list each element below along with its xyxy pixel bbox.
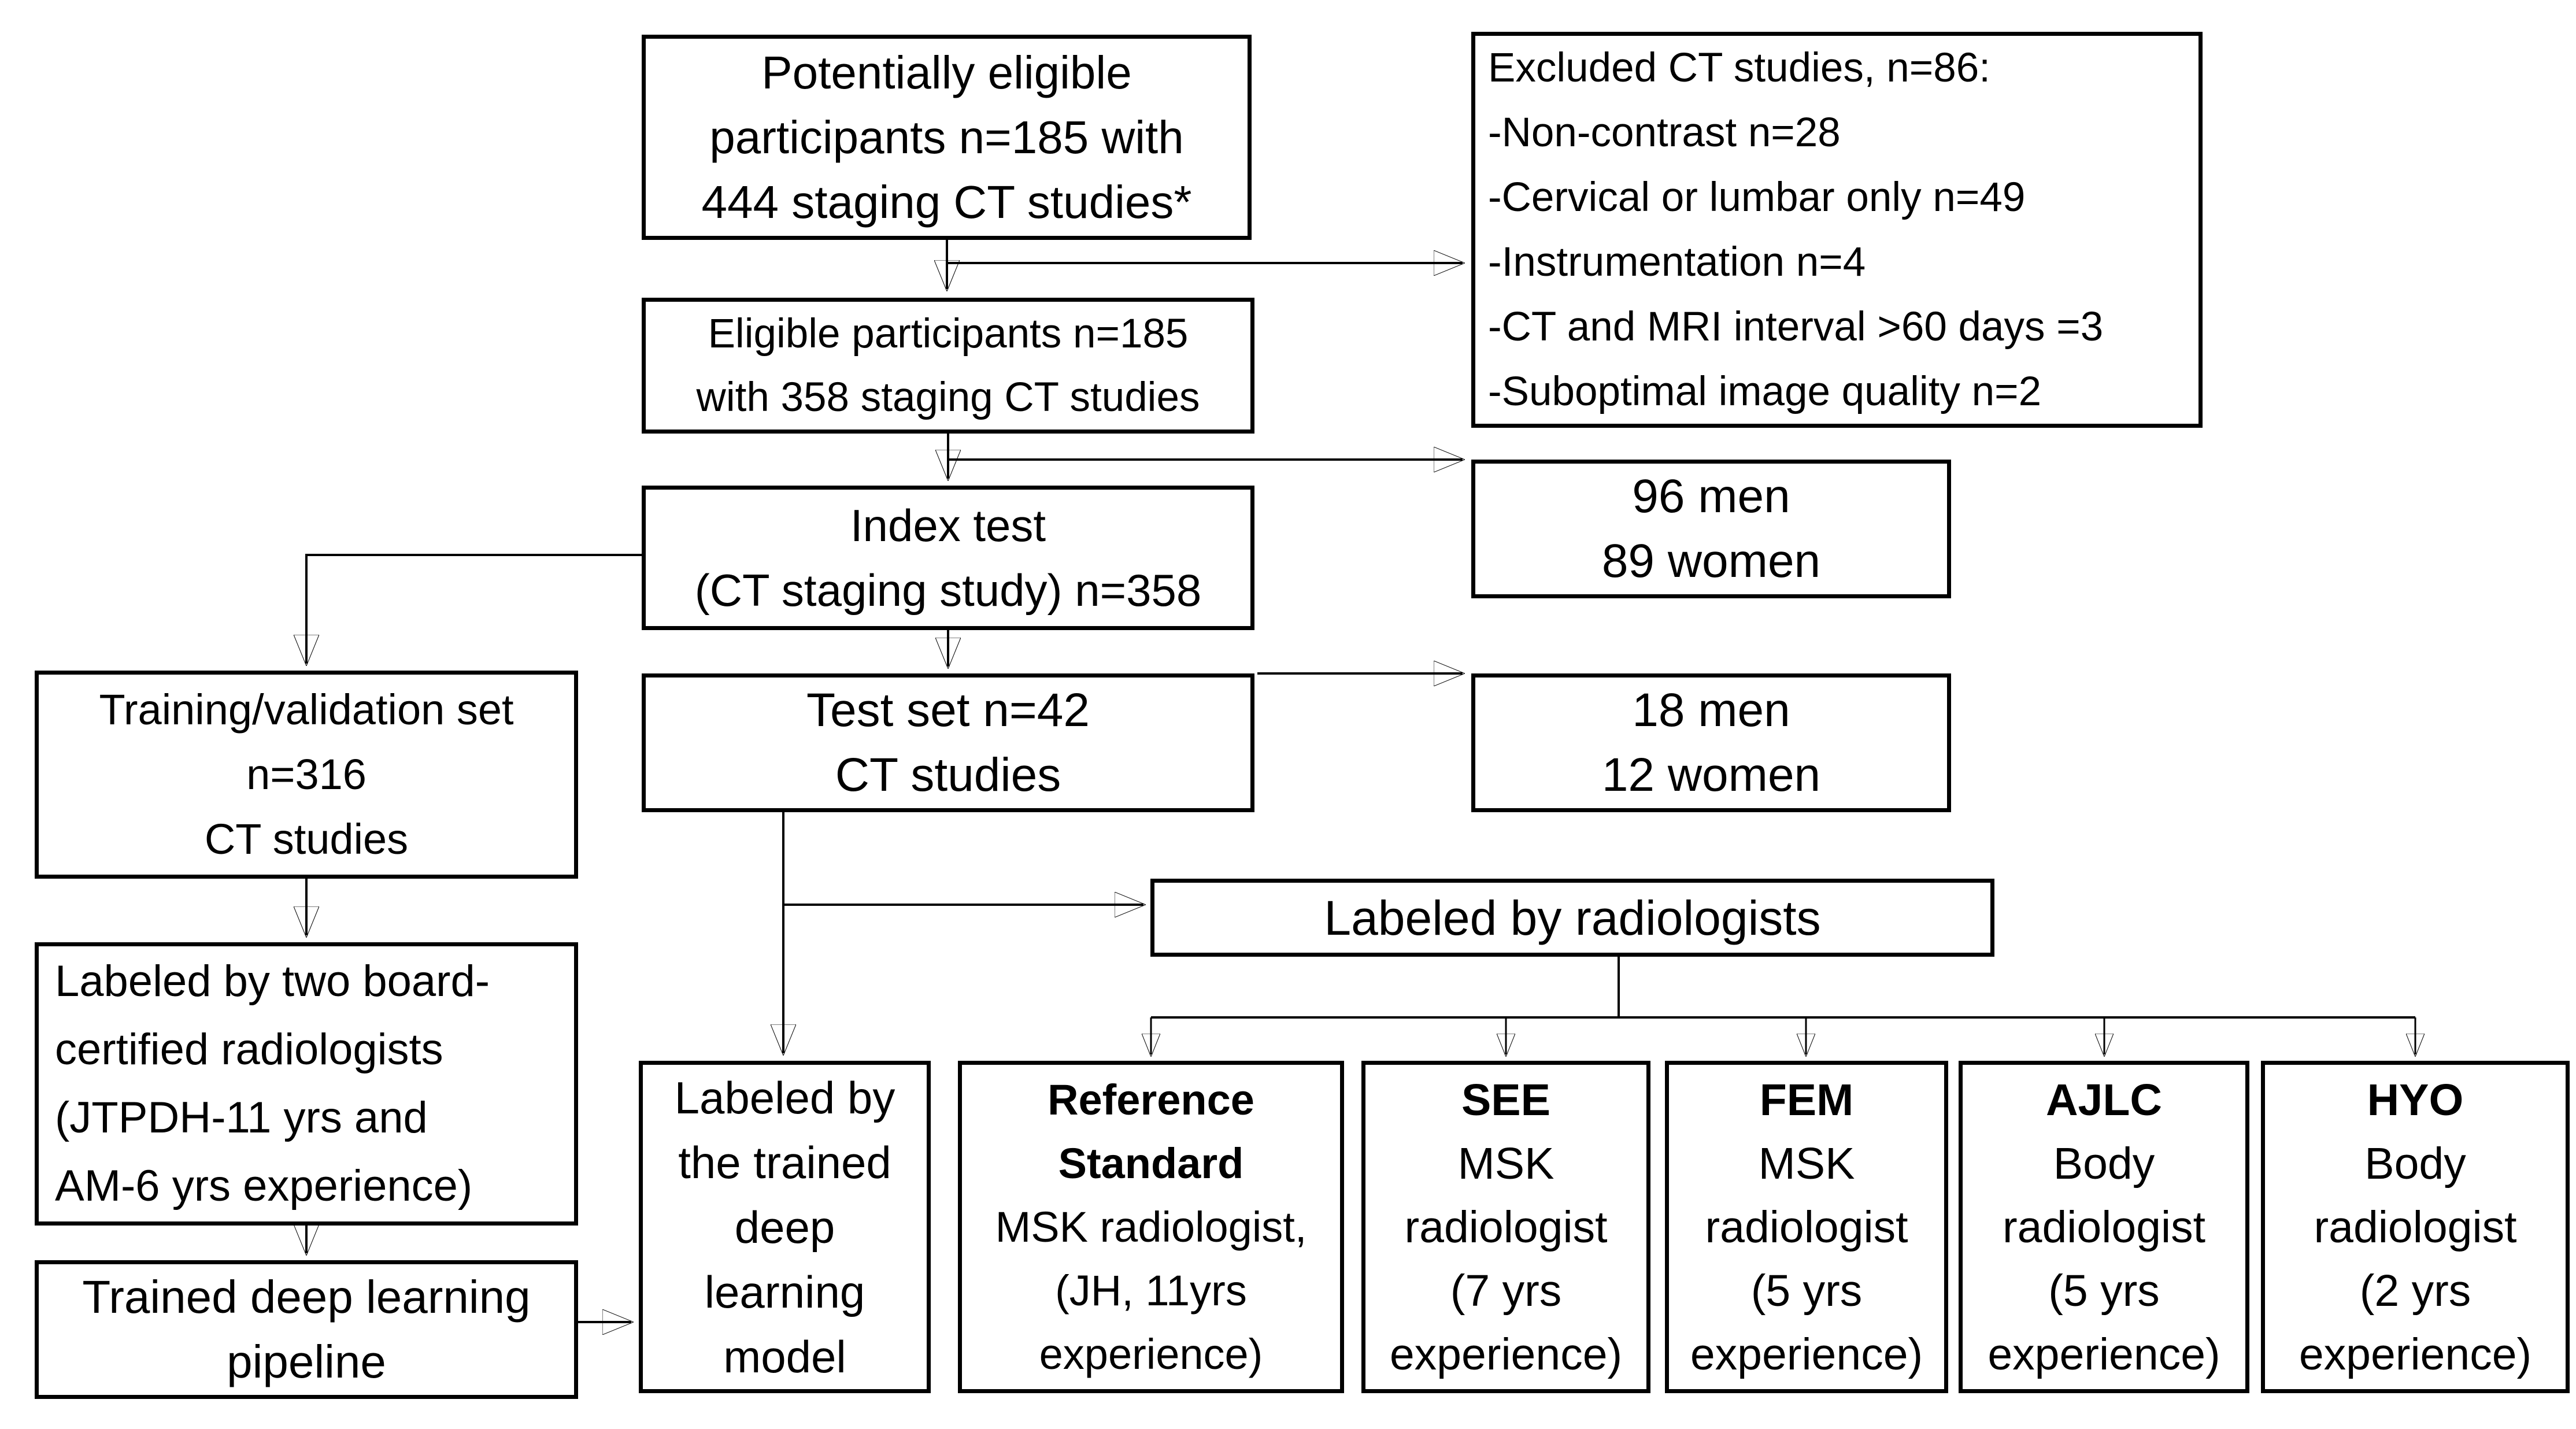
reader-hyo-title: HYO <box>2367 1075 2464 1125</box>
box-reader-hyo: HYO Body radiologist (2 yrs experience) <box>2261 1061 2570 1393</box>
reader-fem-title: FEM <box>1759 1075 1854 1125</box>
trained-dl-pipeline-text: Trained deep learning pipeline <box>82 1271 531 1387</box>
labeled-by-radiologists-text: Labeled by radiologists <box>1324 890 1821 945</box>
box-index-test: Index test (CT staging study) n=358 <box>642 486 1254 630</box>
reference-standard-title: Reference Standard <box>1048 1075 1254 1187</box>
demographics-full-text: 96 men 89 women <box>1601 470 1821 587</box>
connector-test-branch <box>783 812 1143 1053</box>
connector-training-branch <box>306 554 642 1322</box>
reader-see-title: SEE <box>1461 1075 1551 1125</box>
labeled-by-dl-model-text: Labeled by the trained deep learning mod… <box>674 1072 895 1382</box>
box-eligible-participants: Eligible participants n=185 with 358 sta… <box>642 298 1254 434</box>
potentially-eligible-text: Potentially eligible participants n=185 … <box>701 46 1192 228</box>
box-labeled-by-board-radiologists: Labeled by two board- certified radiolog… <box>35 942 578 1226</box>
box-reader-fem: FEM MSK radiologist (5 yrs experience) <box>1665 1061 1948 1393</box>
box-test-set: Test set n=42 CT studies <box>642 673 1254 812</box>
box-trained-dl-pipeline: Trained deep learning pipeline <box>35 1260 578 1399</box>
connector-radiologist-distribution <box>1151 957 2415 1054</box>
reader-ajlc-text: Body radiologist (5 yrs experience) <box>1987 1138 2220 1379</box>
labeled-by-board-text: Labeled by two board- certified radiolog… <box>55 957 490 1210</box>
eligible-participants-text: Eligible participants n=185 with 358 sta… <box>696 310 1200 420</box>
box-demographics-test-set: 18 men 12 women <box>1471 673 1951 812</box>
reader-hyo-text: Body radiologist (2 yrs experience) <box>2299 1138 2532 1379</box>
box-potentially-eligible: Potentially eligible participants n=185 … <box>642 35 1252 240</box>
box-reference-standard: Reference Standard MSK radiologist, (JH,… <box>958 1061 1344 1393</box>
excluded-ct-studies-text: Excluded CT studies, n=86: -Non-contrast… <box>1488 45 2104 414</box>
reader-ajlc-title: AJLC <box>2045 1075 2163 1125</box>
box-labeled-by-dl-model: Labeled by the trained deep learning mod… <box>639 1061 931 1393</box>
box-labeled-by-radiologists: Labeled by radiologists <box>1150 879 1994 957</box>
reference-standard-text: MSK radiologist, (JH, 11yrs experience) <box>995 1202 1307 1378</box>
demographics-test-text: 18 men 12 women <box>1601 684 1821 801</box>
reader-see-text: MSK radiologist (7 yrs experience) <box>1389 1138 1623 1379</box>
training-validation-text: Training/validation set n=316 CT studies <box>99 686 514 863</box>
reader-fem-text: MSK radiologist (5 yrs experience) <box>1690 1138 1923 1379</box>
box-demographics-full-cohort: 96 men 89 women <box>1471 460 1951 598</box>
box-reader-see: SEE MSK radiologist (7 yrs experience) <box>1361 1061 1650 1393</box>
connector-eligibility-flow <box>947 240 1463 673</box>
box-training-validation-set: Training/validation set n=316 CT studies <box>35 671 578 879</box>
test-set-text: Test set n=42 CT studies <box>806 684 1090 801</box>
box-reader-ajlc: AJLC Body radiologist (5 yrs experience) <box>1959 1061 2249 1393</box>
index-test-text: Index test (CT staging study) n=358 <box>694 500 1202 616</box>
box-excluded-ct-studies: Excluded CT studies, n=86: -Non-contrast… <box>1471 32 2203 428</box>
